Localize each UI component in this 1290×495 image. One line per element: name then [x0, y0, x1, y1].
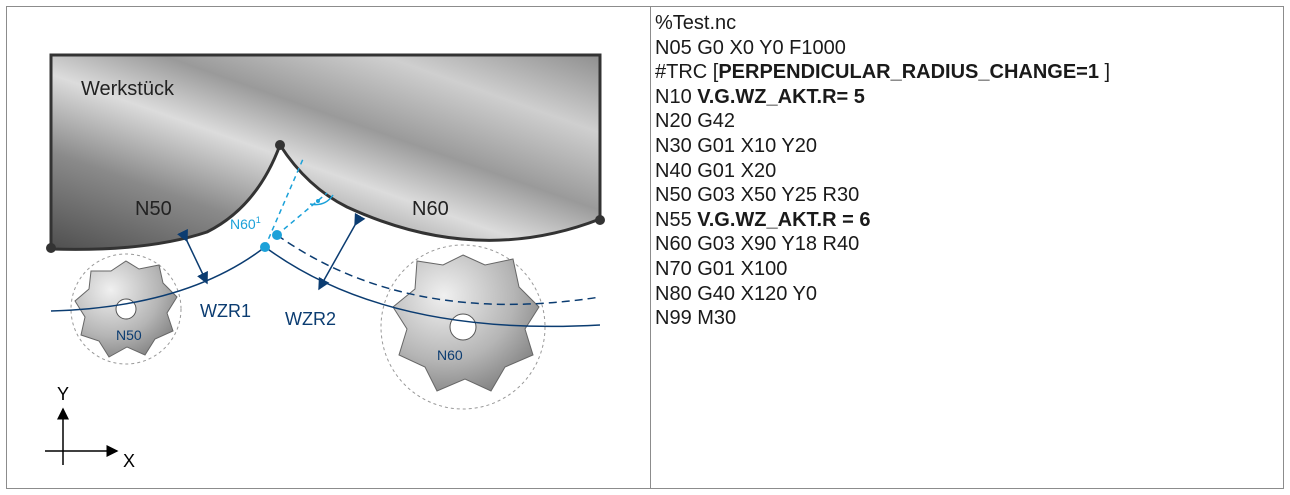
- wzr1-label: WZR1: [200, 301, 251, 321]
- code-text: N70 G01 X100: [655, 257, 788, 280]
- code-line: N80 G40 X120 Y0: [655, 282, 1283, 307]
- code-bold: V.G.WZ_AKT.R= 5: [697, 85, 865, 108]
- tool-n60: N60: [380, 244, 546, 410]
- code-line: N55 V.G.WZ_AKT.R = 6: [655, 208, 1283, 233]
- wzr1-dimension: [177, 228, 208, 285]
- code-line: N20 G42: [655, 109, 1283, 134]
- y-axis-label: Y: [57, 384, 69, 404]
- code-text: N05 G0 X0 Y0 F1000: [655, 36, 846, 59]
- wzr2-label: WZR2: [285, 309, 336, 329]
- code-text: %Test.nc: [655, 12, 737, 34]
- figure-frame: Werkstück N50 N60 N50 N60: [6, 6, 1284, 489]
- trc-diagram: Werkstück N50 N60 N50 N60: [7, 7, 650, 488]
- tool-n50-label: N50: [116, 327, 142, 343]
- x-axis-label: X: [123, 451, 135, 471]
- nc-program: %Test.nc N05 G0 X0 Y0 F1000 #TRC [PERPEN…: [651, 7, 1283, 488]
- right-angle-mark: [309, 194, 334, 206]
- tool-n60-label: N60: [437, 347, 463, 363]
- contour-point-n50-end: [275, 140, 285, 150]
- perpendicular-line: [276, 192, 328, 236]
- code-bold: PERPENDICULAR_RADIUS_CHANGE=1: [718, 61, 1099, 84]
- n60-point-superscript: 1: [256, 215, 261, 225]
- n60-point-label-text: N60: [230, 216, 256, 232]
- code-text-end: ]: [1098, 61, 1111, 84]
- segment-n60-label: N60: [412, 198, 449, 220]
- contour-point-start: [46, 243, 56, 253]
- code-text: N30 G01 X10 Y20: [655, 134, 817, 157]
- code-line: N60 G03 X90 Y18 R40: [655, 232, 1283, 257]
- code-text: N20 G42: [655, 110, 736, 133]
- workpiece: [49, 53, 602, 251]
- transition-point: [260, 242, 270, 252]
- code-text: N10: [655, 85, 698, 108]
- code-line: N05 G0 X0 Y0 F1000: [655, 36, 1283, 61]
- workpiece-label: Werkstück: [81, 78, 175, 100]
- code-text: N50 G03 X50 Y25 R30: [655, 184, 860, 207]
- tool-n50: N50: [70, 253, 182, 365]
- segment-n50-label: N50: [135, 198, 172, 220]
- code-text: N99 M30: [655, 307, 737, 330]
- column-divider: [650, 7, 651, 488]
- diagram-canvas: Werkstück N50 N60 N50 N60: [45, 53, 605, 471]
- code-line: N30 G01 X10 Y20: [655, 134, 1283, 159]
- code-line: #TRC [PERPENDICULAR_RADIUS_CHANGE=1 ]: [655, 60, 1283, 85]
- code-text: N60 G03 X90 Y18 R40: [655, 233, 860, 256]
- code-line: N10 V.G.WZ_AKT.R= 5: [655, 85, 1283, 110]
- code-line: N50 G03 X50 Y25 R30: [655, 183, 1283, 208]
- n60-start-point: [272, 230, 282, 240]
- code-line: %Test.nc: [655, 11, 1283, 36]
- tool-path-wzr1: [50, 246, 601, 328]
- code-text: N55: [655, 208, 698, 231]
- code-text: N80 G40 X120 Y0: [655, 282, 817, 305]
- code-line: N70 G01 X100: [655, 257, 1283, 282]
- n60-point-label: N601: [230, 215, 261, 232]
- contour-point-n60-end: [595, 215, 605, 225]
- code-text: N40 G01 X20: [655, 159, 777, 182]
- code-bold: V.G.WZ_AKT.R = 6: [697, 208, 871, 231]
- perpendicular-line-2: [264, 158, 304, 248]
- tool-path-wzr2: [276, 234, 601, 306]
- code-text: #TRC [: [655, 61, 719, 84]
- code-line: N99 M30: [655, 306, 1283, 331]
- right-angle-dot: [316, 199, 320, 203]
- wzr2-dimension: [318, 212, 366, 291]
- code-line: N40 G01 X20: [655, 159, 1283, 184]
